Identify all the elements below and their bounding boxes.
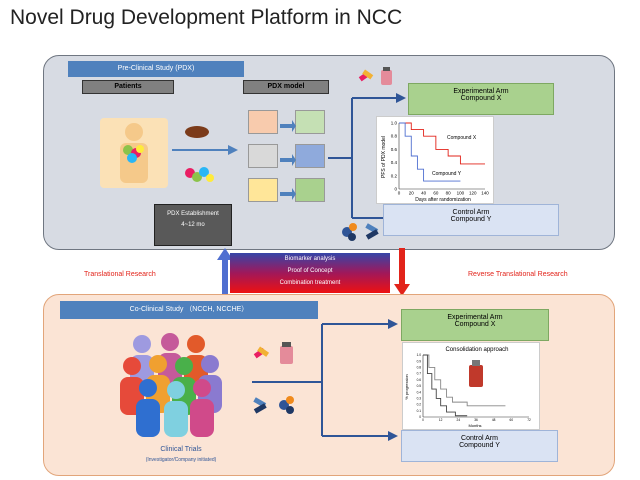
pdx-mouse-tile xyxy=(295,110,325,134)
pdx-pfs-chart: 0 20 40 60 80 100 120 140 0 0.2 0.4 0.6 0.8 1.0 PFS o… xyxy=(376,116,494,204)
pdx-duration-label: 4~12 mo xyxy=(181,222,205,228)
series-line xyxy=(423,354,468,417)
x-tick-label: 120 xyxy=(469,191,477,196)
co-arm-branch-arrows-icon xyxy=(252,319,398,441)
y-tick-label: 0.4 xyxy=(417,390,422,394)
tumor-tissue-icon xyxy=(185,126,209,138)
y-tick-label: 0.2 xyxy=(417,403,422,407)
reverse-translational-research-label: Reverse Translational Research xyxy=(468,271,568,278)
consolidation-vial-icon xyxy=(469,360,483,387)
x-tick-label: 60 xyxy=(510,418,514,422)
compound-x-label: Compound X xyxy=(454,321,496,328)
control-arm-label: Control Arm xyxy=(452,209,490,216)
x-tick-label: 12 xyxy=(439,418,443,422)
pdx-chart-legend-y: Compound Y xyxy=(432,171,462,177)
patient-crowd-icon xyxy=(120,333,222,437)
y-tick-label: 0.8 xyxy=(417,365,422,369)
pdx-establishment-box: PDX Establishment 4~12 mo xyxy=(154,204,232,246)
consolidation-chart-xlabel: Months xyxy=(468,423,481,428)
pdx-model-label: PDX model xyxy=(243,80,329,94)
compound-x-label: Compound X xyxy=(460,95,502,102)
reverse-translational-down-arrow-icon xyxy=(394,248,410,296)
drug-compound-y-icon xyxy=(342,223,379,241)
pdx-chart-ylabel: PFS of PDX model xyxy=(381,136,387,178)
x-tick-label: 48 xyxy=(492,418,496,422)
translational-up-arrow-icon xyxy=(217,248,233,296)
clinical-trials-sub-label: (Investigator/Company initiated) xyxy=(145,457,217,463)
pdx-mouse-tile xyxy=(248,110,278,134)
translational-research-label: Translational Research xyxy=(84,271,156,278)
y-tick-label: 1.0 xyxy=(417,353,422,357)
research-item: Biomarker analysis xyxy=(284,256,336,262)
pdx-mouse-tile xyxy=(295,144,325,168)
pdx-mouse-tile xyxy=(248,178,278,202)
compound-y-label: Compound Y xyxy=(459,442,500,449)
experimental-arm-label: Experimental Arm xyxy=(447,314,503,321)
x-tick-label: 20 xyxy=(409,191,415,196)
pdx-grid-arrows-icon xyxy=(280,120,296,200)
y-tick-label: 0.8 xyxy=(391,134,398,139)
research-item: Combination treatment xyxy=(279,280,341,286)
x-tick-label: 72 xyxy=(527,418,531,422)
pdx-mouse-tile xyxy=(248,144,278,168)
x-tick-label: 140 xyxy=(481,191,489,196)
y-tick-label: 0.7 xyxy=(417,372,422,376)
arrow-to-pdx-icon xyxy=(172,145,238,155)
drug-compound-x-icon xyxy=(358,67,392,85)
y-tick-label: 0.6 xyxy=(391,147,398,152)
y-tick-label: 0.6 xyxy=(417,378,422,382)
pdx-chart-legend-x: Compound X xyxy=(447,135,477,141)
preclinical-header: Pre-Clinical Study (PDX) xyxy=(68,61,244,77)
x-tick-label: 24 xyxy=(457,418,461,422)
pdx-mouse-tile xyxy=(295,178,325,202)
x-tick-label: 100 xyxy=(457,191,465,196)
y-tick-label: 0.9 xyxy=(417,359,422,363)
y-tick-label: 0 xyxy=(394,187,397,192)
consolidation-chart-title: Consolidation approach xyxy=(445,347,508,353)
x-tick-label: 0 xyxy=(398,191,401,196)
y-tick-label: 0.5 xyxy=(417,384,422,388)
x-tick-label: 80 xyxy=(446,191,452,196)
pdx-establishment-label: PDX Establishment xyxy=(167,211,219,217)
research-item: Proof of Concept xyxy=(287,268,333,274)
compound-y-label: Compound Y xyxy=(450,216,492,223)
x-tick-label: 60 xyxy=(433,191,439,196)
coclinical-header: Co-Clinical Study （NCCH, NCCHE） xyxy=(60,301,318,319)
consolidation-chart-ylabel: % progression xyxy=(404,374,409,400)
page-title: Novel Drug Development Platform in NCC xyxy=(10,6,403,29)
y-tick-label: 0.2 xyxy=(391,173,398,178)
research-items-box: Biomarker analysis Proof of Concept Comb… xyxy=(230,253,390,293)
y-tick-label: 0.1 xyxy=(417,409,422,413)
pdx-chart-xlabel: Days after randomization xyxy=(415,197,471,203)
y-tick-label: 0.3 xyxy=(417,396,422,400)
x-tick-label: 40 xyxy=(421,191,427,196)
y-tick-label: 1.0 xyxy=(391,121,398,126)
y-tick-label: 0.4 xyxy=(391,160,398,165)
series-line xyxy=(423,354,506,407)
patient-figure-icon xyxy=(100,118,168,188)
coclinical-control-arm: Control Arm Compound Y xyxy=(401,430,558,462)
control-arm-label: Control Arm xyxy=(461,435,498,442)
preclinical-control-arm: Control Arm Compound Y xyxy=(383,204,559,236)
preclinical-experimental-arm: Experimental Arm Compound X xyxy=(408,83,554,115)
patients-label: Patients xyxy=(82,80,174,94)
drug-compound-x-icon xyxy=(253,342,293,364)
series-line xyxy=(399,122,485,165)
drug-compound-y-icon xyxy=(253,396,294,414)
x-tick-label: 0 xyxy=(422,418,424,422)
clinical-trials-label: Clinical Trials xyxy=(160,446,202,453)
experimental-arm-label: Experimental Arm xyxy=(453,88,509,95)
series-line xyxy=(399,122,461,182)
x-tick-label: 36 xyxy=(474,418,478,422)
tumor-cells-icon xyxy=(185,167,214,182)
coclinical-experimental-arm: Experimental Arm Compound X xyxy=(401,309,549,341)
y-tick-label: 0 xyxy=(419,415,421,419)
